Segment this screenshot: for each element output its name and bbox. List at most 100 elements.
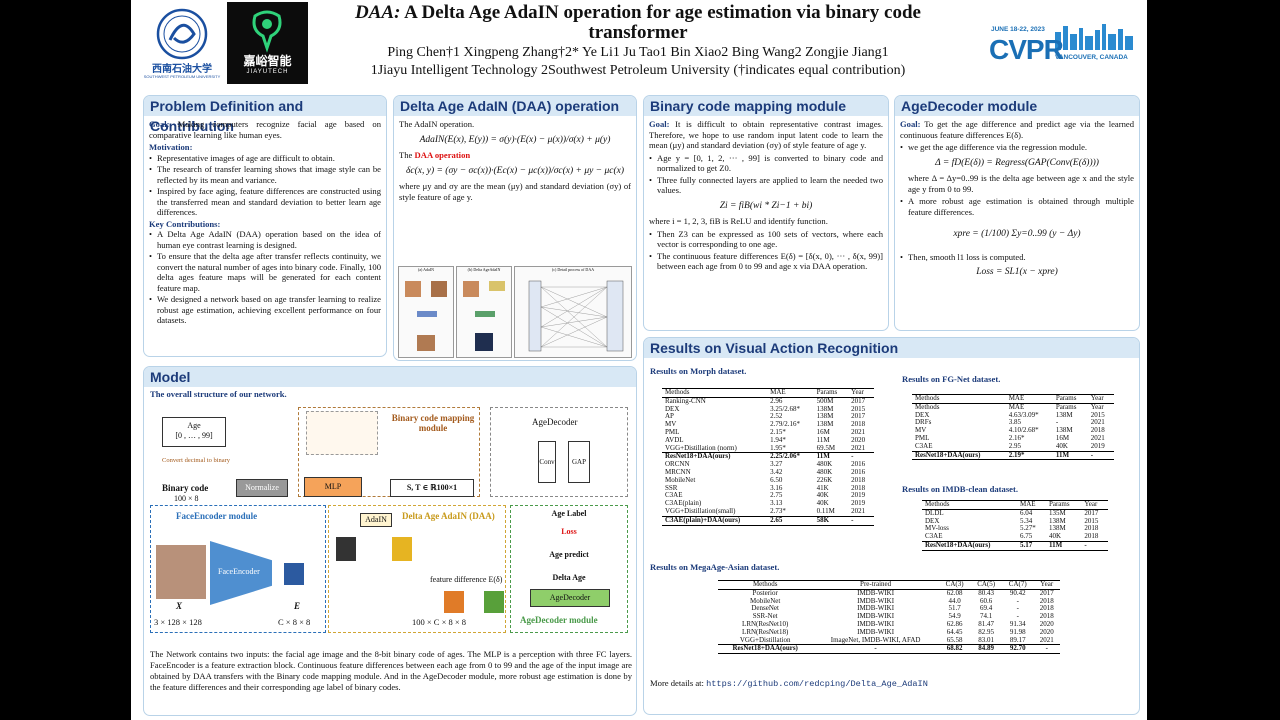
fc-layers	[306, 411, 378, 455]
table-cell: 2.95	[1008, 441, 1021, 450]
table-cell: Methods	[915, 402, 940, 411]
table-cell: 3.27	[770, 460, 783, 469]
table-cell: VGG+Distillation(small)	[665, 506, 736, 515]
cvpr-place: VANCOUVER, CANADA	[1055, 54, 1128, 61]
jiayu-icon	[252, 10, 282, 53]
binary-item: Three fully connected layers are applied…	[649, 175, 883, 196]
featdiff-tensor	[484, 591, 504, 613]
table-cell: 81.47	[978, 619, 995, 628]
table-cell: 2015	[1090, 410, 1105, 419]
table-cell: VGG+Distillation (norm)	[665, 443, 737, 452]
agedecoder-panel: AgeDecoder module Goal: To get the age d…	[894, 95, 1140, 331]
binary-panel: Binary code mapping module Goal: It is d…	[643, 95, 889, 331]
face-image	[156, 545, 206, 599]
featdiff-label: feature difference E(δ)	[430, 575, 503, 584]
skyline-icon	[1055, 24, 1133, 50]
table-cell: SSR-Net	[752, 612, 778, 621]
conv-box: Conv	[538, 441, 556, 483]
table-cell: IMDB-WIKI	[857, 619, 895, 628]
agedec-goal: Goal: To get the age difference and pred…	[900, 119, 1134, 140]
table-cell: 2.52	[770, 412, 783, 421]
affiliations: 1Jiayu Intelligent Technology 2Southwest…	[370, 63, 906, 78]
table-cell: 89.17	[1009, 635, 1026, 644]
fgnet-title: Results on FG-Net dataset.	[902, 374, 1001, 384]
table-cell: IMDB-WIKI	[857, 627, 895, 636]
cvpr-dates: JUNE 18-22, 2023	[991, 26, 1045, 33]
agedec-item: we get the age difference via the regres…	[900, 142, 1134, 153]
mlp-box: MLP	[304, 477, 362, 497]
e-tensor	[284, 563, 304, 585]
table-cell: MAE	[1008, 394, 1025, 402]
agedec-where: where Δ = Δy=0..99 is the delta age betw…	[908, 173, 1134, 194]
table-cell: 16M	[816, 427, 830, 436]
table-cell: 2021	[851, 427, 866, 436]
binary-heading: Binary code mapping module	[644, 96, 888, 116]
table-cell: 2018	[1084, 532, 1099, 541]
table-cell: MobileNet	[665, 475, 696, 484]
table-cell: 2020	[851, 435, 866, 444]
github-link[interactable]: https://github.com/redcping/Delta_Age_Ad…	[706, 679, 928, 689]
table-cell: 2.19*	[1005, 450, 1053, 461]
table-cell: 84.89	[970, 644, 1002, 655]
table-cell: 58K	[813, 515, 849, 526]
table-cell: 54.9	[948, 612, 961, 621]
table-cell: 6.50	[770, 475, 783, 484]
table-cell: LRN(ResNet10)	[742, 619, 789, 628]
table-cell: 138M	[816, 404, 834, 413]
feature-thumbnail	[475, 333, 493, 351]
motivation-item: The research of transfer learning shows …	[149, 164, 381, 185]
table-cell: DRFs	[915, 418, 932, 427]
table-cell: Params	[1055, 402, 1077, 411]
company-name: 嘉峪智能	[243, 54, 292, 68]
table-cell: 40K	[816, 491, 829, 500]
table-cell: -	[1016, 604, 1019, 613]
table-cell: IMDB-WIKI	[857, 596, 895, 605]
table-cell: MRCNN	[665, 467, 691, 476]
table-cell: 4.63/3.09*	[1008, 410, 1039, 419]
table-cell: 5.27*	[1020, 524, 1036, 533]
age-box: Age [0 , … , 99]	[162, 417, 226, 447]
fig-daa-caption: (b) Delta AgeAdaIN	[467, 267, 501, 272]
table-cell: 2.96	[770, 396, 783, 405]
table-cell: 60.6	[980, 596, 993, 605]
table-cell: -	[1087, 450, 1114, 461]
table-cell: 3.25/2.68*	[770, 404, 801, 413]
daa-title: Delta Age AdaIN (DAA)	[402, 511, 495, 521]
problem-goal: Goal: Making computers recognize facial …	[149, 119, 381, 140]
table-cell: 74.1	[980, 612, 993, 621]
table-cell: 1.95*	[770, 443, 786, 452]
imdb-title: Results on IMDB-clean dataset.	[902, 484, 1019, 494]
results-heading: Results on Visual Action Recognition	[644, 338, 1139, 358]
table-cell: 2018	[1039, 596, 1054, 605]
motivation-label: Motivation:	[149, 142, 193, 152]
table-cell: 65.58	[946, 635, 963, 644]
table-cell: LRN(ResNet18)	[742, 627, 789, 636]
table-cell: 51.7	[948, 604, 961, 613]
loss-text: Loss	[561, 527, 577, 536]
more-label: More details at:	[650, 678, 704, 688]
table-cell: Methods	[752, 580, 778, 588]
table-cell: 138M	[1055, 410, 1073, 419]
table-cell: 2021	[1039, 635, 1054, 644]
table-cell: -	[1033, 644, 1060, 655]
table-cell: 40K	[816, 499, 829, 508]
table-cell: 2.16*	[1008, 433, 1025, 442]
table-cell: ORCNN	[665, 460, 690, 469]
table-cell: 90.42	[1009, 588, 1026, 597]
table-cell: 62.08	[946, 588, 963, 597]
table-cell: 6.75	[1020, 532, 1033, 541]
table-cell: 80.43	[978, 588, 995, 597]
table-cell: 69.4	[980, 604, 993, 613]
table-cell: 500M	[816, 396, 834, 405]
